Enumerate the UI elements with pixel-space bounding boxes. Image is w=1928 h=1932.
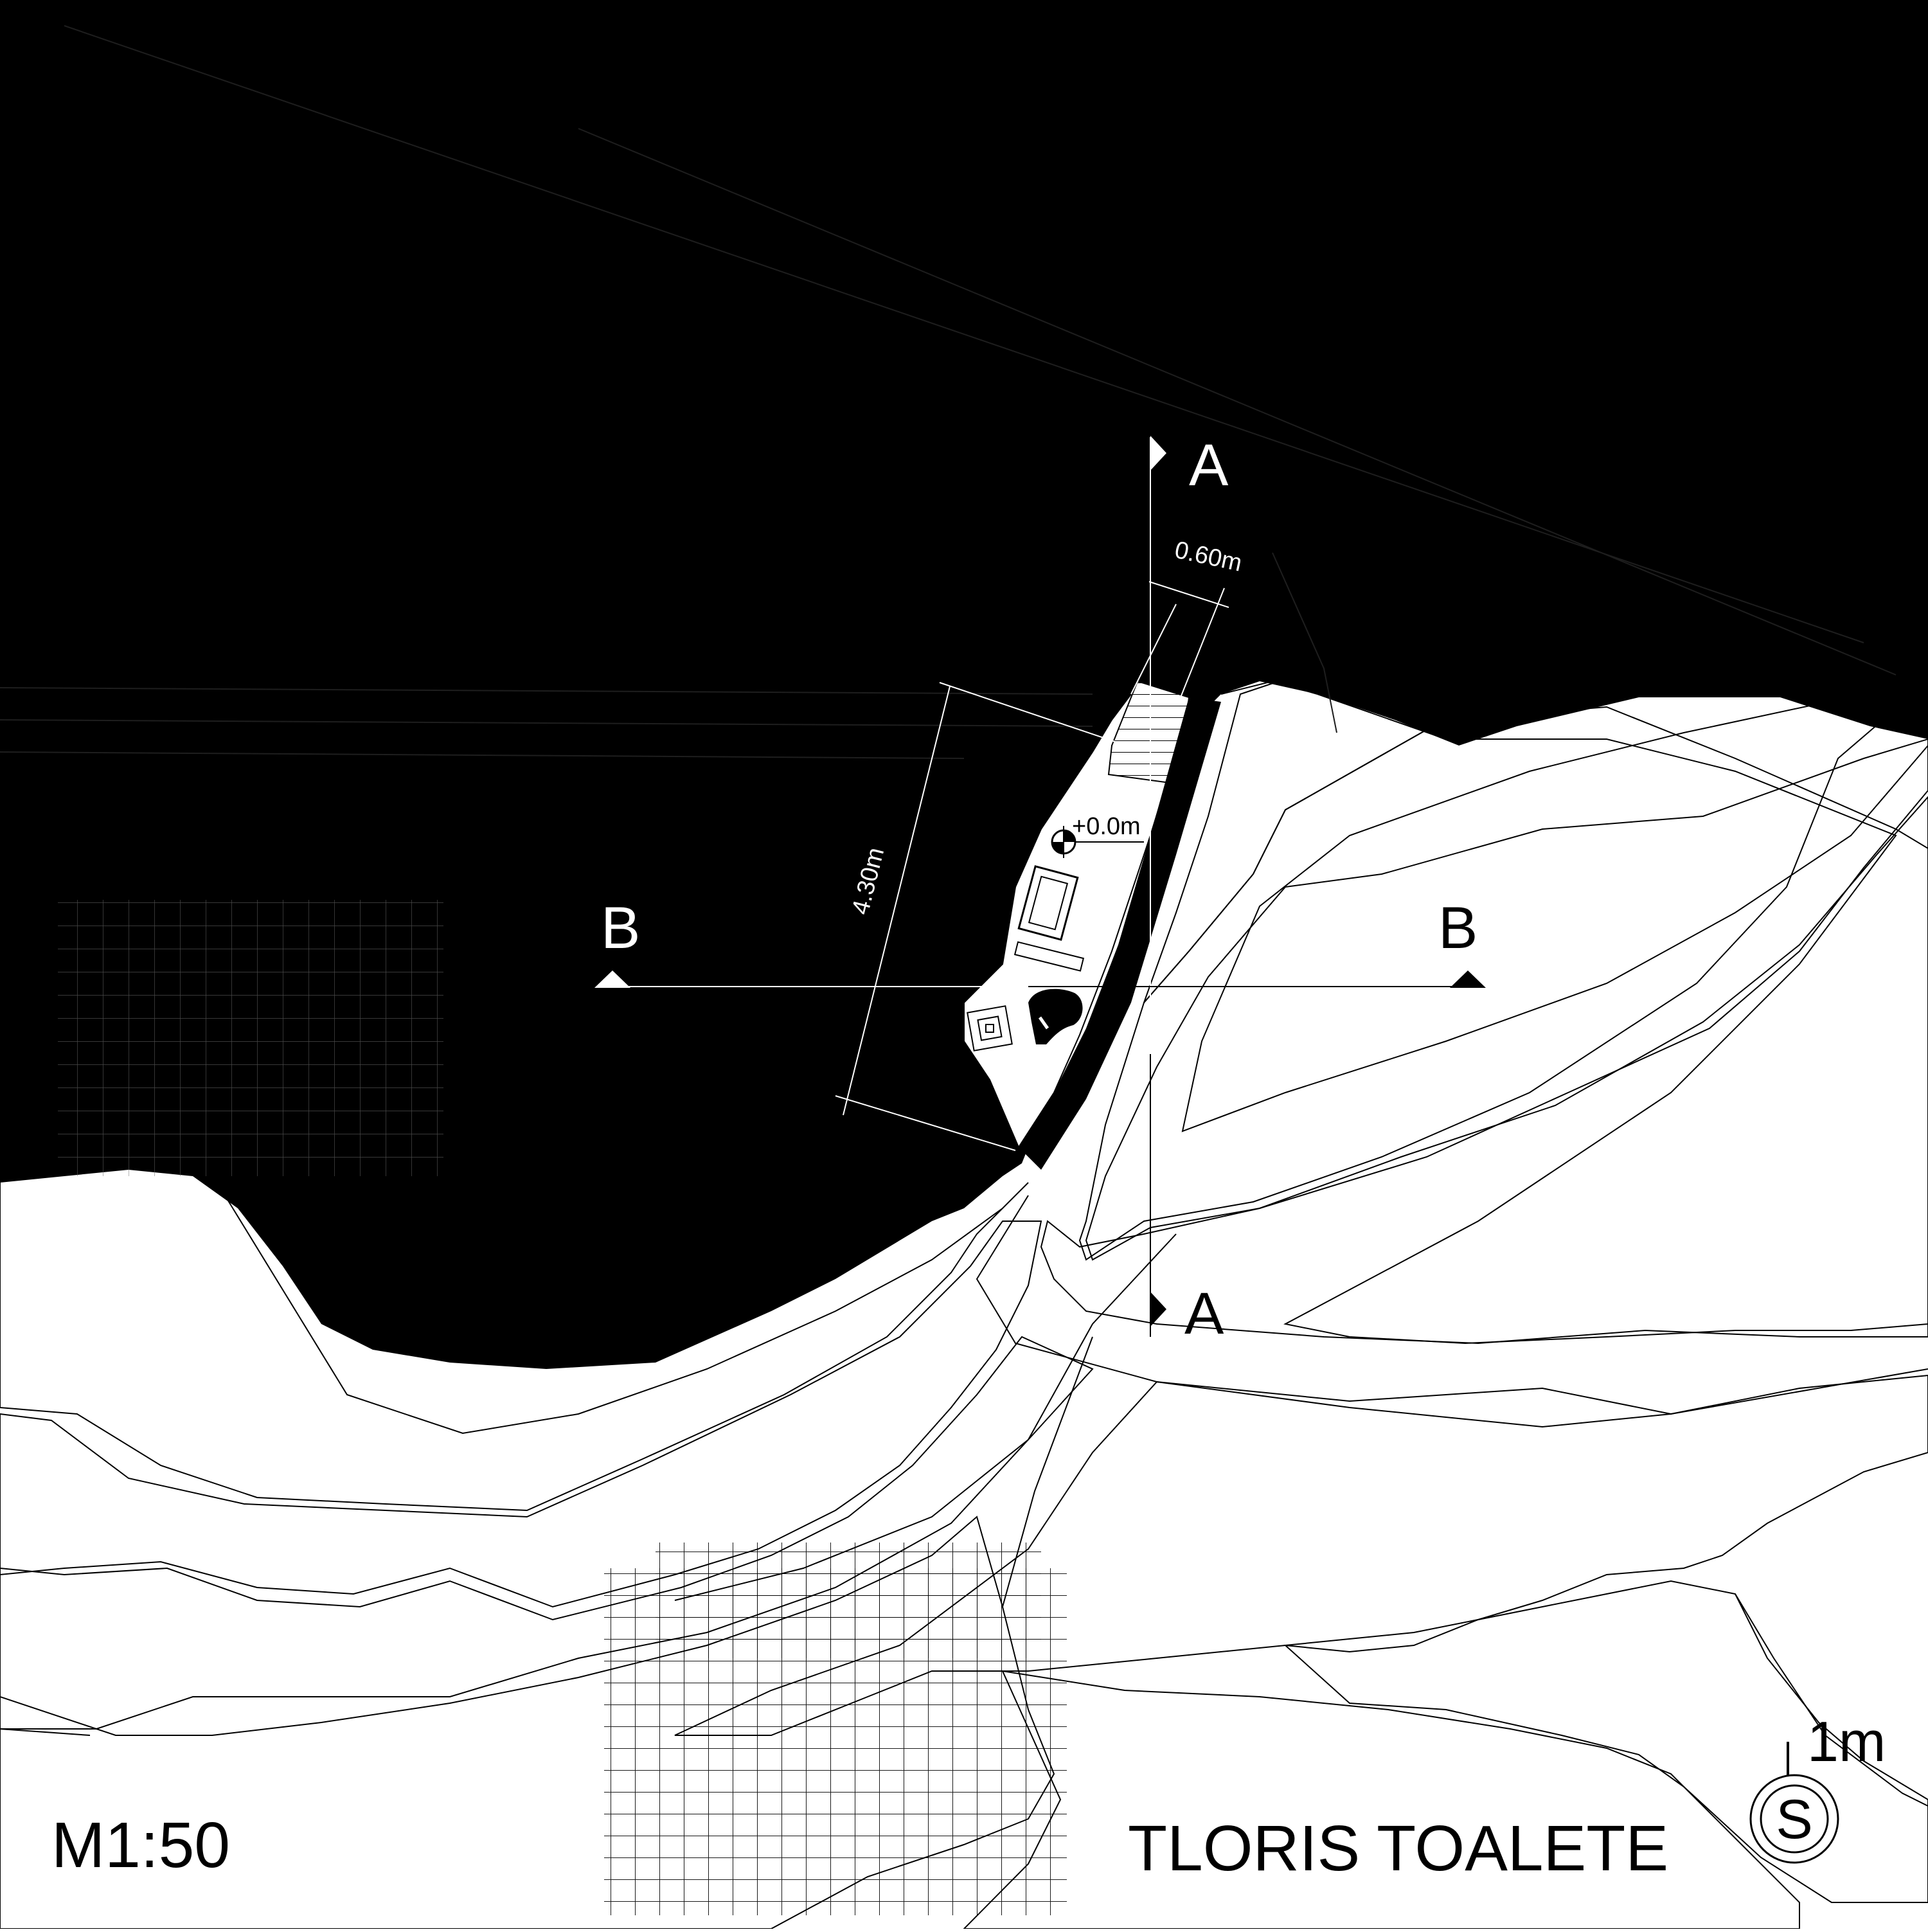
- rock-texture-lines: [0, 25, 1897, 759]
- cabin-wall: [1019, 697, 1221, 1170]
- contour-band: [1181, 674, 1928, 1132]
- section-a-top-label: A: [1189, 433, 1229, 498]
- toilet-floor-plan: [963, 680, 1221, 1170]
- shelf: [1013, 941, 1085, 972]
- grid-texture: [58, 900, 1067, 1915]
- section-lines: [594, 436, 1486, 1337]
- stairs: [1107, 680, 1190, 785]
- section-b-left-arrow-icon: [594, 970, 630, 988]
- section-b-left-label: B: [601, 895, 640, 961]
- section-b-right-label: B: [1438, 895, 1477, 961]
- dimension-lines: [835, 581, 1229, 1151]
- rock-mass: [0, 0, 1928, 1369]
- section-a-bottom-arrow-icon: [1150, 1292, 1166, 1327]
- contour-band: [1283, 1580, 1928, 1903]
- contour-band: [0, 1336, 1094, 1730]
- contour-band: [1040, 796, 1928, 1345]
- floor-area: [963, 693, 1190, 1149]
- scale-label: M1:50: [51, 1809, 230, 1881]
- sink: [1017, 865, 1079, 941]
- contour-band: [0, 1221, 1042, 1608]
- section-b-right-arrow-icon: [1450, 970, 1486, 988]
- contour-band: [0, 1162, 1029, 1512]
- drawing-title: TLORIS TOALETE: [1128, 1812, 1668, 1884]
- north-arrow-label: S: [1776, 1789, 1812, 1850]
- scale-bar-label: 1m: [1807, 1710, 1886, 1773]
- floor-drain: [967, 1005, 1013, 1051]
- contour-band: [1283, 693, 1928, 1345]
- contour-band: [1085, 738, 1928, 1261]
- section-a-top-arrow-icon: [1150, 436, 1166, 470]
- north-arrow-icon: [1749, 1774, 1839, 1864]
- level-label: +0.0m: [1072, 813, 1141, 840]
- section-a-bottom-label: A: [1184, 1281, 1224, 1346]
- contour-band: [674, 1374, 1928, 1736]
- toilet: [1028, 988, 1083, 1044]
